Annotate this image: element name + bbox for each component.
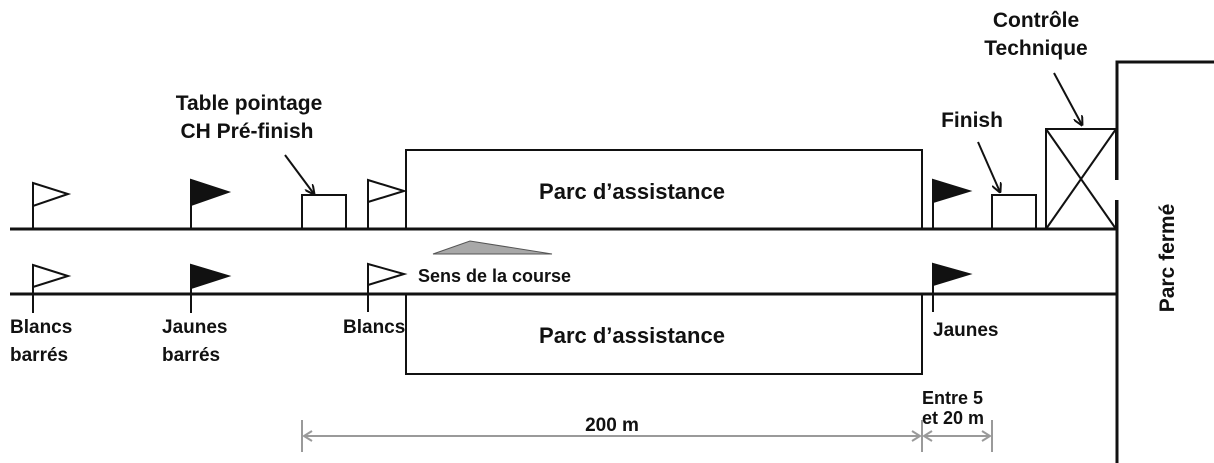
entre-label-line1: Entre 5 (922, 388, 983, 408)
table-pointage-label-line1: Table pointage (176, 92, 323, 115)
parc-assistance-bottom-label: Parc d’assistance (539, 323, 725, 348)
blancs-barres-label-line1: Blancs (10, 317, 72, 338)
distance-200m-label: 200 m (585, 415, 639, 436)
jaunes-label: Jaunes (933, 320, 998, 341)
parc-ferme-outline (1115, 60, 1214, 463)
table-pointage-label-line2: CH Pré-finish (180, 120, 313, 143)
flag-white-top-1 (32, 181, 72, 229)
blancs-barres-label-line2: barrés (10, 345, 68, 366)
dimension-entre (922, 420, 993, 452)
flag-white-top-2 (367, 178, 408, 229)
flag-white-bottom-2 (367, 262, 408, 312)
controle-technique-box (1045, 128, 1117, 230)
controle-label-line2: Technique (984, 37, 1087, 60)
parc-assistance-top (405, 149, 923, 230)
flag-black-top-2 (932, 178, 973, 229)
parc-assistance-top-label: Parc d’assistance (539, 179, 725, 204)
dimension-200m (301, 420, 923, 452)
table-pointage-box (301, 194, 347, 230)
flag-black-bottom-2 (932, 262, 973, 312)
parc-assistance-bottom (405, 293, 923, 375)
sens-course-label: Sens de la course (418, 266, 571, 286)
flag-black-bottom-1 (190, 263, 232, 313)
controle-pointer (1053, 72, 1082, 125)
controle-label-line1: Contrôle (993, 9, 1079, 32)
finish-label: Finish (941, 109, 1003, 132)
flag-black-top-1 (190, 178, 232, 229)
finish-pointer (977, 141, 1000, 192)
entre-label-line2: et 20 m (922, 408, 984, 428)
flag-white-bottom-1 (32, 263, 72, 313)
jaunes-barres-label-line1: Jaunes (162, 317, 227, 338)
parc-ferme-label: Parc fermé (1156, 204, 1179, 313)
finish-box (991, 194, 1037, 230)
blancs-label: Blancs (343, 317, 405, 338)
jaunes-barres-label-line2: barrés (162, 345, 220, 366)
direction-arrow-icon (432, 240, 553, 255)
table-pointer (284, 154, 314, 194)
